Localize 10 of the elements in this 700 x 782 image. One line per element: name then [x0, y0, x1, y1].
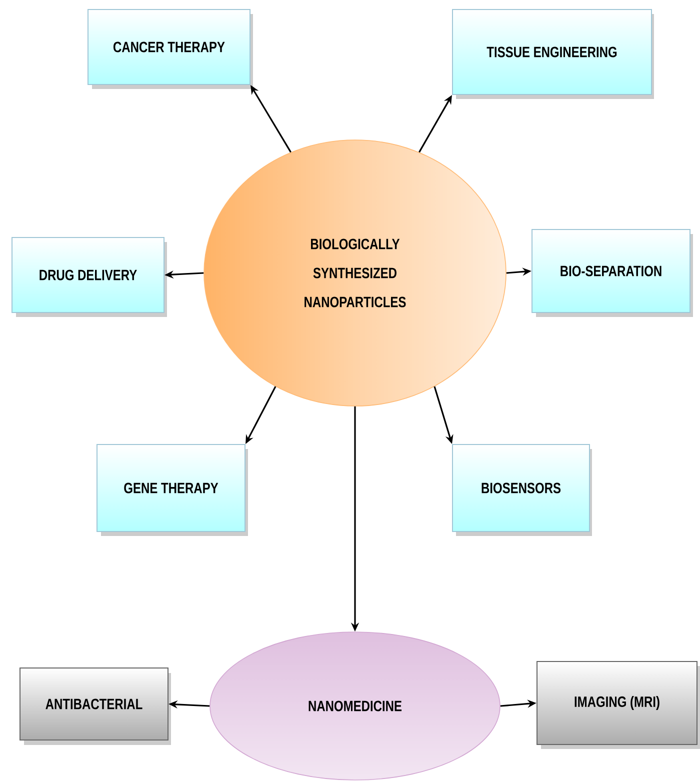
process-box: IMAGING (MRI) — [536, 661, 698, 745]
process-box: BIO-SEPARATION — [532, 229, 690, 313]
process-box: GENE THERAPY — [96, 444, 246, 532]
process-box: ANTIBACTERIAL — [20, 668, 168, 740]
ellipse-node: NANOMEDICINE — [210, 632, 500, 780]
process-box: BIOSENSORS — [452, 444, 590, 532]
ellipse-node: BIOLOGICALLY SYNTHESIZED NANOPARTICLES — [204, 140, 506, 406]
process-box: TISSUE ENGINEERING — [452, 9, 652, 95]
process-box: CANCER THERAPY — [88, 9, 250, 85]
process-box: DRUG DELIVERY — [12, 237, 164, 313]
